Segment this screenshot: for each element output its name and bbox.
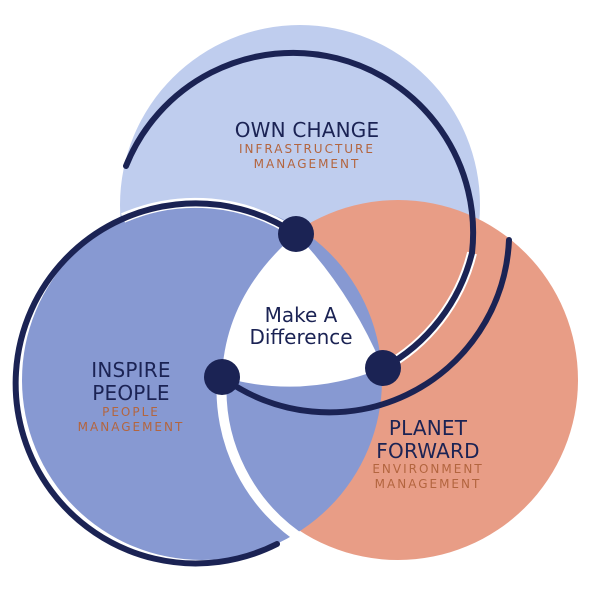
center-label-line1: Make A [265, 303, 338, 327]
own-change-outline [123, 49, 477, 371]
planet-forward-title-line1: PLANET [389, 416, 468, 440]
junction-dot-top [278, 216, 314, 252]
inspire-people-title-line2: PEOPLE [92, 381, 169, 405]
planet-forward-subtitle-line1: ENVIRONMENT [372, 462, 483, 476]
inspire-people-subtitle-line2: MANAGEMENT [78, 420, 185, 434]
center-triangle [222, 234, 383, 387]
planet-forward-outline [219, 237, 512, 416]
planet-forward-title-line2: FORWARD [376, 439, 479, 463]
own-change-subtitle-line1: INFRASTRUCTURE [239, 142, 375, 156]
center-label-line2: Difference [249, 325, 352, 349]
gap-planet-over-inspire [216, 375, 309, 547]
junction-dot-left [204, 359, 240, 395]
inspire-people-outline [12, 200, 299, 567]
inspire-people-subtitle-line1: PEOPLE [102, 405, 160, 419]
own-change-title: OWN CHANGE [235, 118, 380, 142]
planet-forward-subtitle-line2: MANAGEMENT [375, 477, 482, 491]
inspire-people-title-line1: INSPIRE [91, 358, 170, 382]
junction-dot-right [365, 350, 401, 386]
own-change-subtitle-line2: MANAGEMENT [254, 157, 361, 171]
